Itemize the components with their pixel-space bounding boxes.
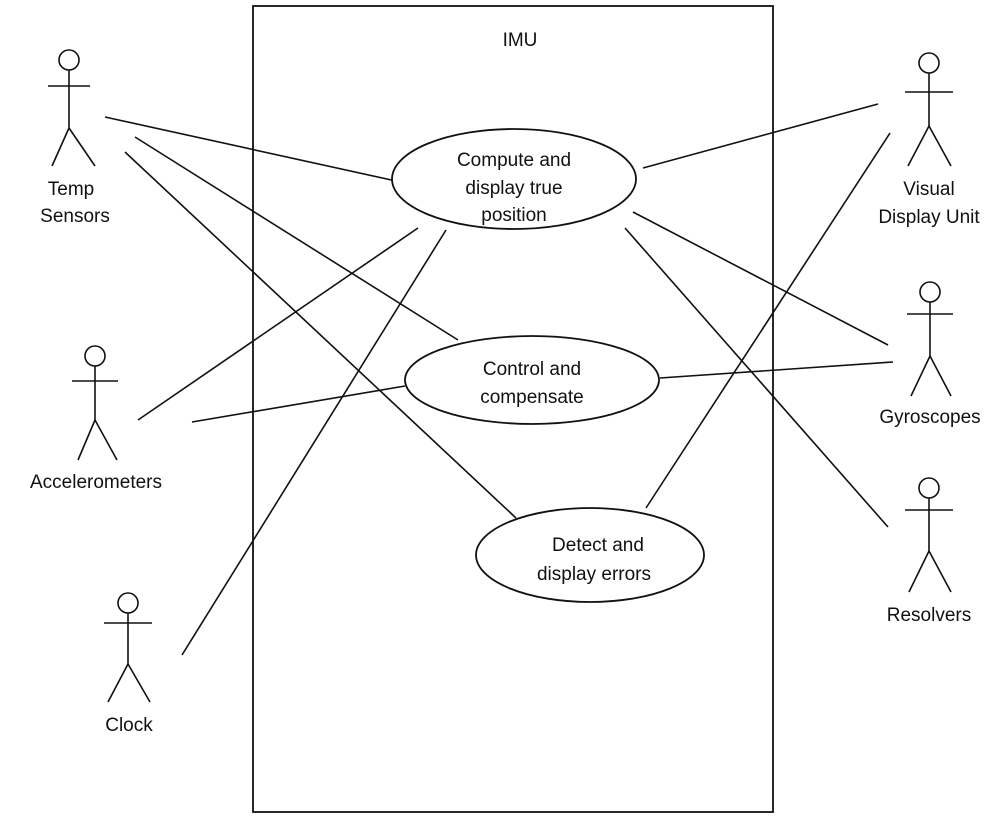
association-clock-compute (181, 229, 447, 656)
association-temp-detect (124, 151, 517, 519)
actor-label-line: Display Unit (878, 207, 980, 228)
association-accel-control (191, 385, 406, 423)
actor-label-line: Accelerometers (30, 472, 162, 493)
actor-resolvers: Resolvers (887, 477, 971, 626)
actor-figure (104, 592, 152, 703)
actor-visual-display-unit: Visual Display Unit (878, 52, 980, 228)
actor-label-line: Visual (903, 179, 954, 200)
association-temp-compute (104, 116, 397, 182)
association-gyro-compute (632, 211, 889, 346)
association-temp-control (134, 136, 459, 341)
system-title: IMU (503, 30, 538, 51)
actor-label-line: Sensors (40, 206, 110, 227)
actor-clock: Clock (104, 592, 153, 736)
use-case-label-line: compensate (480, 387, 584, 408)
actor-temp-sensors: Temp Sensors (40, 49, 110, 227)
associations (104, 103, 894, 656)
association-gyro-control (659, 361, 894, 379)
actor-figure (48, 49, 96, 167)
association-accel-compute (137, 227, 419, 421)
use-case-label-line: position (481, 205, 547, 226)
use-case-ellipse (475, 507, 705, 603)
actor-label-line: Resolvers (887, 605, 971, 626)
use-case-ellipse (391, 128, 637, 230)
use-case-label-line: Control and (483, 359, 581, 380)
actor-gyroscopes: Gyroscopes (879, 281, 981, 428)
association-vdu-compute (642, 103, 879, 169)
use-case-ellipse (404, 335, 660, 425)
system-boundary (252, 5, 774, 813)
use-case-compute-display-position: Compute and display true position (391, 128, 637, 230)
use-case-control-compensate: Control and compensate (404, 335, 660, 425)
association-vdu-detect (645, 132, 891, 509)
actor-figure (72, 345, 118, 461)
use-case-detect-display-errors: Detect and display errors (475, 507, 705, 603)
association-resolvers-compute (624, 227, 889, 528)
actor-label-line: Gyroscopes (879, 407, 980, 428)
actor-figure (907, 281, 953, 397)
actor-label-line: Clock (105, 715, 153, 736)
use-case-label-line: Detect and (552, 535, 644, 556)
actor-label-line: Temp (48, 179, 94, 200)
actor-figure (905, 477, 953, 593)
use-case-label-line: Compute and (457, 150, 571, 171)
actor-figure (905, 52, 953, 167)
use-case-label-line: display true (465, 178, 562, 199)
use-case-label-line: display errors (537, 564, 651, 585)
actor-accelerometers: Accelerometers (30, 345, 162, 493)
